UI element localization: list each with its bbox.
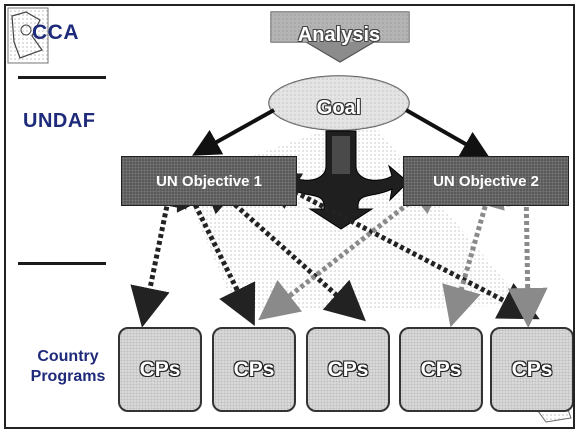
cp-label: CPs <box>327 357 369 381</box>
un-objective-1-box: UN Objective 1 <box>121 156 297 206</box>
undaf-label: UNDAF <box>23 110 96 132</box>
cca-divider <box>18 76 106 79</box>
cp-box-3: CPs <box>306 327 390 412</box>
analysis-arrow <box>270 11 410 63</box>
goal-label: Goal <box>316 97 362 119</box>
slide-frame: CCA UNDAF Country Programs Analysis Goal… <box>4 4 575 429</box>
cp-box-4: CPs <box>399 327 483 412</box>
cp-label: CPs <box>420 357 462 381</box>
goal-to-objective1-arrow <box>192 108 275 156</box>
country-label-line2: Programs <box>30 368 106 385</box>
un-objective-2-box: UN Objective 2 <box>403 156 569 206</box>
cp-box-2: CPs <box>212 327 296 412</box>
cp-box-5: CPs <box>490 327 573 412</box>
un-objective-2-label: UN Objective 2 <box>433 172 539 190</box>
cp-label: CPs <box>139 357 181 381</box>
links-objective2 <box>258 166 548 328</box>
un-objective-1-label: UN Objective 1 <box>156 172 262 190</box>
analysis-label: Analysis <box>297 24 381 46</box>
undaf-divider <box>18 262 106 265</box>
goal-to-objective2-arrow <box>405 108 490 158</box>
cca-label: CCA <box>32 21 79 44</box>
cp-label: CPs <box>233 357 275 381</box>
country-programs-label: Country Programs <box>22 347 114 387</box>
country-label-line1: Country <box>37 348 99 365</box>
cp-box-1: CPs <box>118 327 202 412</box>
cca-logo <box>7 7 49 64</box>
diagram-canvas <box>7 7 572 423</box>
cp-label: CPs <box>511 357 553 381</box>
